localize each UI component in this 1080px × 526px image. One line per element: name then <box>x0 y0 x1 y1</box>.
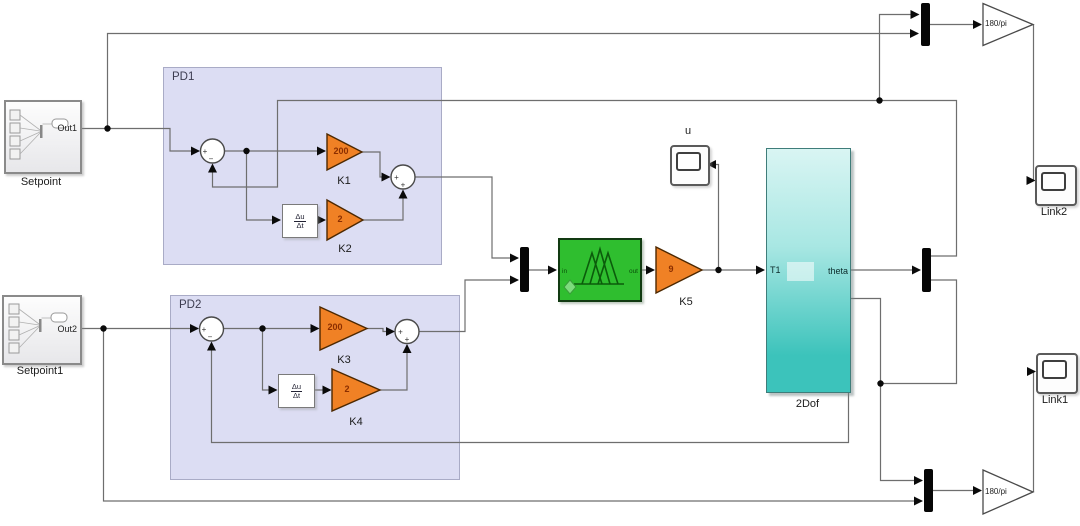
signal-wire[interactable] <box>415 176 519 263</box>
signal-wire[interactable] <box>367 327 395 336</box>
gain-block-k4[interactable] <box>331 367 382 413</box>
signal-wire[interactable] <box>208 99 880 188</box>
setpoint-block[interactable]: Out1 <box>4 100 82 174</box>
gain-k5-value: 9 <box>668 264 674 274</box>
junction-dot <box>877 380 884 387</box>
plant-t1-port-label: T1 <box>770 265 781 275</box>
signal-wire[interactable] <box>419 275 519 333</box>
plant-2dof-label: 2Dof <box>795 398 820 410</box>
scope-link1-label: Link1 <box>1041 394 1069 406</box>
signal-wire[interactable] <box>106 29 919 129</box>
signal-wire[interactable] <box>850 297 882 384</box>
junction-dot <box>100 325 107 332</box>
plant-2dof-block[interactable]: T1 theta <box>766 148 851 393</box>
scope-screen-icon <box>676 152 701 171</box>
scope-u-label: u <box>684 125 692 137</box>
setpoint1-out-port-label: Out2 <box>57 324 77 334</box>
sum-sign: − <box>208 333 213 342</box>
gain-180pi-bottom-value: 180/pi <box>985 487 1007 496</box>
gain-k2-value: 2 <box>337 214 343 224</box>
junction-dot <box>876 97 883 104</box>
junction-dot <box>259 325 266 332</box>
signal-wire[interactable] <box>707 160 720 271</box>
gain-k5-label: K5 <box>679 296 693 308</box>
sum-block-pd1-out[interactable] <box>390 164 416 190</box>
gain-k1-label: K1 <box>337 175 351 187</box>
gain-k3-value: 200 <box>327 322 343 332</box>
junction-dot <box>104 125 111 132</box>
gain-k3-label: K3 <box>337 354 351 366</box>
sum-sign: + <box>202 325 207 334</box>
setpoint1-block[interactable]: Out2 <box>2 295 82 365</box>
signal-wire[interactable] <box>380 344 412 391</box>
junction-dot <box>715 266 722 274</box>
derivative-block-pd2[interactable]: Δu Δt <box>278 374 315 408</box>
junction-dot <box>243 147 250 155</box>
sum-sign: − <box>209 155 214 164</box>
plant-theta-port-label: theta <box>827 266 848 276</box>
plant-inner-icon <box>787 262 814 281</box>
derivative-block-pd1[interactable]: Δu Δt <box>282 204 318 238</box>
scope-link1-block[interactable] <box>1036 353 1078 394</box>
sum-sign: + <box>401 181 406 190</box>
signal-wire[interactable] <box>102 328 923 506</box>
setpoint-block-label: Setpoint <box>20 176 62 188</box>
gain-180pi-top-value: 180/pi <box>985 19 1007 28</box>
gain-k2-label: K2 <box>338 243 352 255</box>
sum-sign: + <box>398 328 403 337</box>
demux-theta[interactable] <box>922 248 931 292</box>
subsystem-icon <box>8 303 68 354</box>
scope-link2-block[interactable] <box>1035 165 1077 206</box>
setpoint1-block-label: Setpoint1 <box>16 365 64 377</box>
signal-wire[interactable] <box>880 279 958 385</box>
mux-fuzzy-inputs[interactable] <box>520 247 529 292</box>
sum-block-pd2-error[interactable] <box>198 316 225 342</box>
gain-block-180pi-bottom[interactable] <box>982 469 1035 515</box>
scope-screen-icon <box>1042 360 1067 379</box>
signal-wire[interactable] <box>878 10 920 101</box>
gain-k1-value: 200 <box>333 146 349 156</box>
signal-wire[interactable] <box>261 328 278 395</box>
derivative-fraction: Δu Δt <box>290 381 303 400</box>
gain-block-k3[interactable] <box>319 305 369 352</box>
fuzzy-out-port-label: out <box>628 268 638 275</box>
signal-wire[interactable] <box>207 341 850 444</box>
sum-block-pd1-error[interactable] <box>199 138 226 164</box>
mux-top[interactable] <box>921 3 930 46</box>
mux-bottom[interactable] <box>924 469 933 512</box>
fuzzy-logic-controller-block[interactable]: in out <box>558 238 642 302</box>
membership-functions-icon <box>563 246 624 295</box>
signal-wire[interactable] <box>78 127 200 156</box>
signal-wire[interactable] <box>879 99 958 257</box>
signal-wire[interactable] <box>362 151 391 182</box>
sum-block-pd2-out[interactable] <box>394 318 420 345</box>
gain-block-180pi-top[interactable] <box>982 2 1035 47</box>
scope-link2-label: Link2 <box>1040 206 1068 218</box>
scope-u-block[interactable] <box>670 145 710 186</box>
gain-block-k5[interactable] <box>655 245 704 295</box>
signal-wire[interactable] <box>1026 24 1036 185</box>
signal-wire[interactable] <box>245 151 281 225</box>
gain-block-k2[interactable] <box>326 198 365 242</box>
derivative-fraction: Δu Δt <box>294 211 306 230</box>
gain-k4-value: 2 <box>344 384 350 394</box>
signal-wire[interactable] <box>1027 367 1036 493</box>
fuzzy-in-port-label: in <box>562 268 568 275</box>
scope-screen-icon <box>1041 172 1066 191</box>
subsystem-icon <box>9 109 69 160</box>
signal-wire[interactable] <box>879 383 923 485</box>
signal-wire[interactable] <box>363 189 408 221</box>
gain-block-k1[interactable] <box>326 132 364 172</box>
pd1-region-label: PD1 <box>172 71 195 83</box>
gain-k4-label: K4 <box>349 416 363 428</box>
sum-sign: + <box>394 173 399 182</box>
sum-sign: + <box>405 335 410 344</box>
sum-sign: + <box>203 147 208 156</box>
setpoint-out-port-label: Out1 <box>57 123 77 133</box>
pd2-region-label: PD2 <box>179 299 202 311</box>
